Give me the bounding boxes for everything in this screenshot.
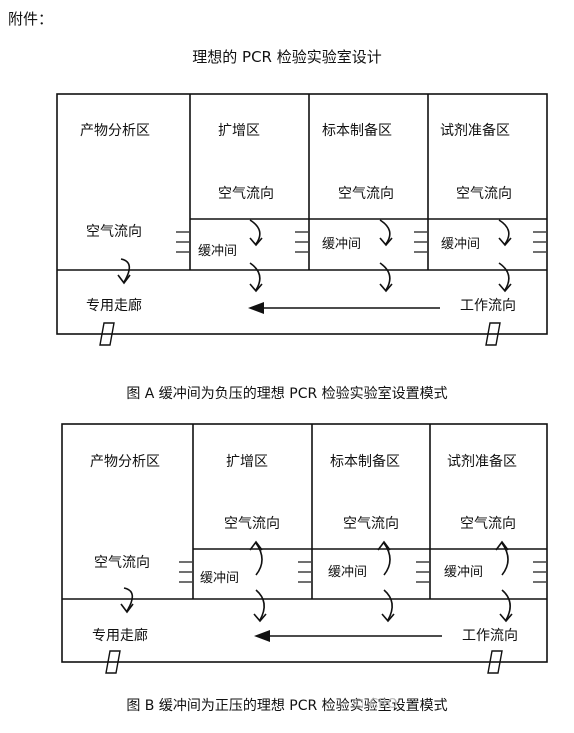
room-label-specimen-prep: 标本制备区 bbox=[322, 123, 392, 139]
room-label-product-analysis: 产物分析区 bbox=[90, 454, 160, 470]
air-flow-arrow-b4 bbox=[383, 542, 391, 576]
work-flow-label: 工作流向 bbox=[460, 298, 516, 314]
air-flow-label: 空气流向 bbox=[338, 186, 394, 202]
figure-a-caption: 图 A 缓冲间为负压的理想 PCR 检验实验室设置模式 bbox=[126, 386, 448, 402]
air-flow-label: 空气流向 bbox=[224, 516, 280, 532]
air-flow-label: 空气流向 bbox=[343, 516, 399, 532]
air-flow-arrow-b5 bbox=[383, 589, 393, 621]
figure-b-caption: 图 B 缓冲间为正压的理想 PCR 检验实验室设置模式 bbox=[126, 698, 448, 714]
door-symbol bbox=[487, 650, 503, 674]
room-label-reagent-prep: 试剂准备区 bbox=[447, 454, 517, 470]
air-flow-arrow-a6 bbox=[498, 219, 510, 245]
corridor-label: 专用走廊 bbox=[86, 298, 142, 314]
air-flow-arrow-b6 bbox=[501, 542, 509, 576]
buffer-room-label: 缓冲间 bbox=[322, 237, 362, 252]
air-flow-arrow-a7 bbox=[498, 262, 510, 291]
page-title: 理想的 PCR 检验实验室设计 bbox=[192, 48, 382, 66]
watermark: © CRO bbox=[352, 697, 398, 712]
air-flow-arrow-a2 bbox=[249, 219, 261, 245]
air-flow-arrow-b7 bbox=[501, 589, 511, 621]
room-label-amplification: 扩增区 bbox=[218, 123, 260, 139]
buffer-room-label: 缓冲间 bbox=[328, 565, 368, 580]
air-flow-arrow-a4 bbox=[379, 219, 391, 245]
air-flow-arrow-b3 bbox=[255, 589, 265, 621]
air-flow-arrow-a3 bbox=[249, 262, 261, 291]
air-flow-arrow-a1 bbox=[120, 258, 131, 283]
air-flow-label: 空气流向 bbox=[86, 224, 142, 240]
buffer-room-label: 缓冲间 bbox=[198, 244, 238, 259]
air-flow-label: 空气流向 bbox=[94, 555, 150, 571]
air-flow-label: 空气流向 bbox=[460, 516, 516, 532]
figure-a-outline bbox=[56, 93, 548, 335]
door-symbol bbox=[105, 650, 121, 674]
figure-b-outline bbox=[61, 423, 548, 663]
room-label-amplification: 扩增区 bbox=[226, 454, 268, 470]
air-flow-arrow-b2 bbox=[255, 542, 263, 576]
room-label-product-analysis: 产物分析区 bbox=[80, 123, 150, 139]
door-symbol bbox=[99, 322, 115, 346]
work-flow-label: 工作流向 bbox=[462, 628, 518, 644]
attachment-label: 附件： bbox=[8, 10, 54, 28]
buffer-room-label: 缓冲间 bbox=[200, 571, 240, 586]
room-label-specimen-prep: 标本制备区 bbox=[330, 454, 400, 470]
buffer-room-label: 缓冲间 bbox=[444, 565, 484, 580]
air-flow-arrow-b1 bbox=[123, 587, 134, 612]
door-symbol bbox=[485, 322, 501, 346]
room-label-reagent-prep: 试剂准备区 bbox=[440, 123, 510, 139]
air-flow-label: 空气流向 bbox=[218, 186, 274, 202]
air-flow-label: 空气流向 bbox=[456, 186, 512, 202]
air-flow-arrow-a5 bbox=[379, 262, 391, 291]
corridor-label: 专用走廊 bbox=[92, 628, 148, 644]
buffer-room-label: 缓冲间 bbox=[441, 237, 481, 252]
